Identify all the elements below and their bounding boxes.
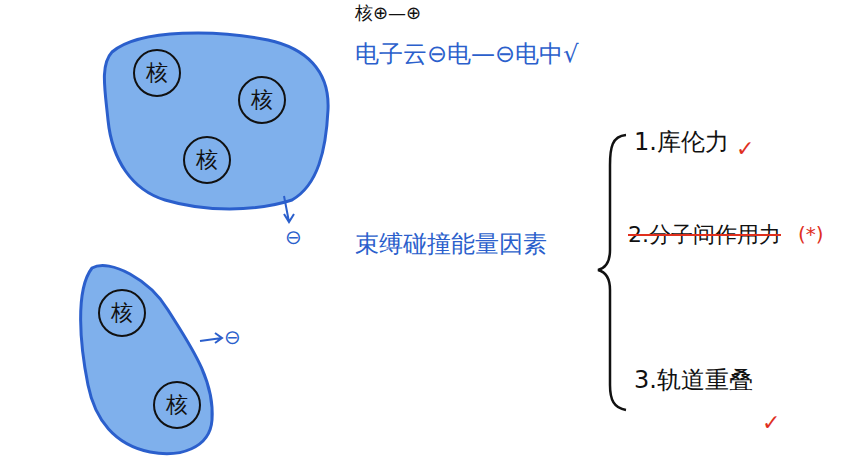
nucleus-circle: 核 xyxy=(238,76,286,124)
factor-item: 2.分子间作用力 xyxy=(628,222,781,248)
heading-note: 核⊕—⊕ xyxy=(355,2,421,24)
nucleus-circle: 核 xyxy=(98,289,146,337)
electron-cloud xyxy=(104,33,328,209)
electron-sign: ⊖ xyxy=(285,225,302,249)
leader-arrow xyxy=(284,196,294,222)
star-note: (*) xyxy=(798,222,824,246)
electron-cloud xyxy=(81,266,213,454)
nucleus-label: 核 xyxy=(146,62,168,84)
check-mark: ✓ xyxy=(762,410,780,436)
curly-bracket xyxy=(598,135,626,410)
nucleus-label: 核 xyxy=(196,149,218,171)
nucleus-label: 核 xyxy=(166,394,188,416)
check-mark: ✓ xyxy=(736,136,754,162)
factor-title: 束缚碰撞能量因素 xyxy=(355,230,547,259)
nucleus-circle: 核 xyxy=(183,136,231,184)
factor-item: 1.库伦力 xyxy=(634,128,729,157)
factor-item: 3.轨道重叠 xyxy=(634,366,753,395)
nucleus-label: 核 xyxy=(111,302,133,324)
electron-cloud-note: 电子云⊖电—⊖电中√ xyxy=(355,40,579,69)
nucleus-circle: 核 xyxy=(133,49,181,97)
nucleus-label: 核 xyxy=(251,89,273,111)
electron-sign: ⊖ xyxy=(224,325,241,349)
nucleus-circle: 核 xyxy=(153,381,201,429)
leader-arrow xyxy=(200,333,222,343)
